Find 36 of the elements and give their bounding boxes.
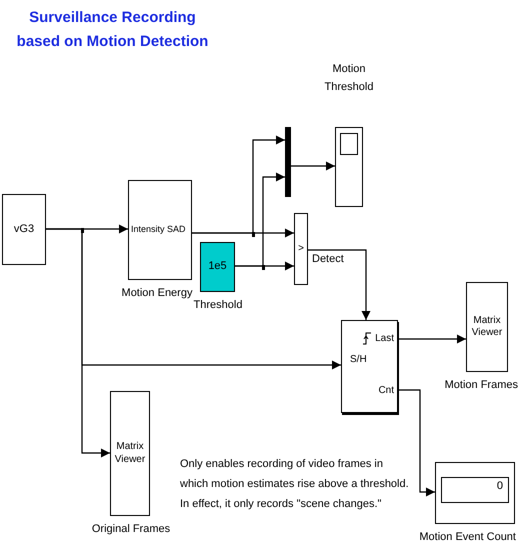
display-block [435,462,515,524]
block-label: > [298,242,304,256]
mux-bar [285,127,291,197]
signal-line [291,162,335,170]
port-label: Last [375,333,394,345]
port-label: Cnt [378,385,394,397]
sad-block [128,180,192,280]
source-block [2,194,46,265]
signal-line [308,249,370,320]
matrix-viewer-block [110,391,150,516]
block-caption: Motion Frames [444,378,518,393]
block-label: Matrix Viewer [114,441,146,466]
relational-operator-block [294,213,308,285]
constant-block [200,242,235,292]
signal-line [192,136,285,234]
block-caption: Original Frames [90,522,172,537]
block-caption: Motion Threshold [324,62,374,95]
block-label: 1e5 [208,260,227,274]
matrix-viewer-block [466,282,508,372]
signal-line [398,334,466,344]
note-text: Only enables recording of video frames in which motion estimates rise above a threshold. In effect, it only records "scene changes." [180,457,410,512]
signal-line [235,172,285,267]
block-caption: Motion Energy [120,286,194,301]
diagram-title: Surveillance Recording based on Motion Detection [16,8,210,52]
block-caption: Threshold [192,298,244,313]
port-label: S/H [350,354,367,366]
signal-line [398,389,435,496]
scope-block [335,127,363,207]
display-value: 0 [441,477,509,503]
sample-hold-block [341,320,398,413]
block-label: Intensity SAD [131,224,186,236]
signal-line [46,228,110,458]
edge-label: Detect [311,253,345,265]
block-label: vG3 [14,222,34,236]
block-label: Matrix Viewer [470,314,504,340]
block-caption: Motion Event Count [418,530,516,545]
